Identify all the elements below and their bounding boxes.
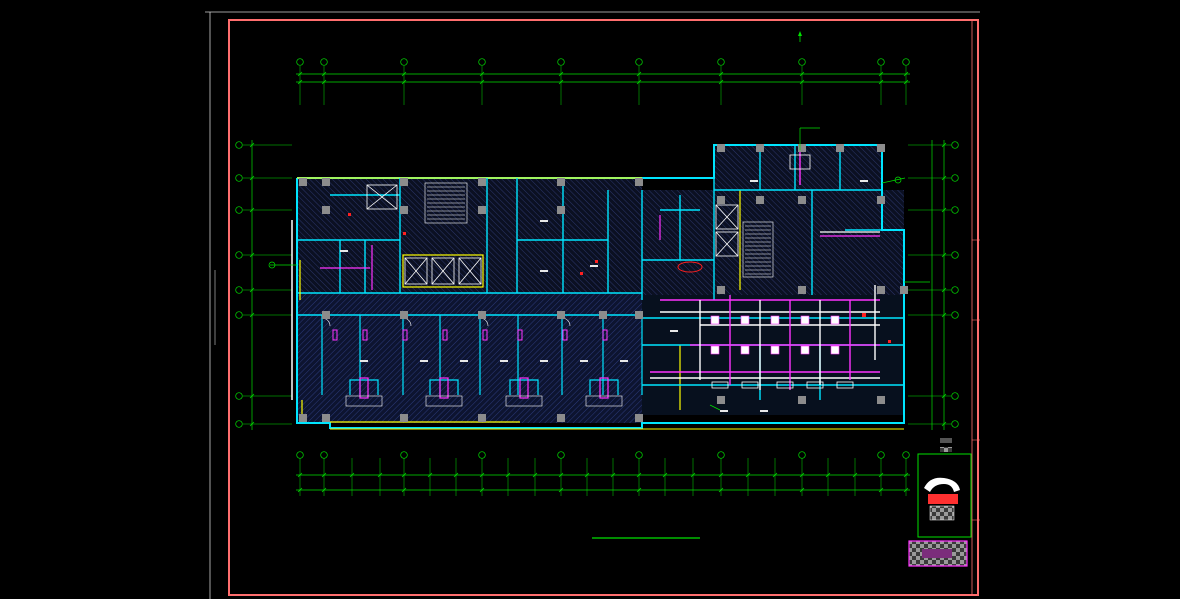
grid-bubble: [902, 58, 910, 66]
grid-bubble: [717, 451, 725, 459]
grid-bubble: [877, 451, 885, 459]
title-block-strip: [972, 239, 980, 521]
grid-bubble: [235, 392, 243, 400]
grid-bubble: [798, 58, 806, 66]
grid-bubble: [400, 451, 408, 459]
grid-bubble: [320, 451, 328, 459]
grid-bubble: [951, 286, 959, 294]
hvac-ducts: [320, 150, 880, 390]
grid-bubble: [951, 311, 959, 319]
grid-bubble: [296, 58, 304, 66]
structural-columns: [299, 144, 908, 422]
grid-bubble: [717, 58, 725, 66]
stair-east: [742, 221, 774, 278]
grid-bubble: [235, 286, 243, 294]
grid-bubble: [951, 206, 959, 214]
grid-bubble: [951, 174, 959, 182]
sheet-frame: [205, 11, 980, 599]
floor-plan: [291, 144, 908, 430]
grid-bubble: [902, 451, 910, 459]
grid-bubble: [235, 420, 243, 428]
west-wing-hatch: [297, 178, 487, 293]
center-wing-hatch: [487, 178, 642, 293]
grid-bubble: [478, 58, 486, 66]
legend-swatch-hatched: [940, 447, 952, 452]
grid-bubble: [951, 141, 959, 149]
grid-bubble: [235, 174, 243, 182]
key-plan: [917, 453, 972, 538]
grid-bubble: [635, 451, 643, 459]
stair-west: [424, 182, 468, 224]
grid-bubble: [296, 451, 304, 459]
elevator-shafts: [366, 184, 739, 285]
east-block-hatch: [714, 145, 882, 190]
grid-bubble: [320, 58, 328, 66]
north-arrow-icon: [798, 31, 802, 42]
dimension-lines: [214, 58, 959, 496]
east-service-hatch: [642, 295, 904, 415]
legend: [940, 438, 952, 452]
grid-bubble: [557, 451, 565, 459]
grid-bubble: [635, 58, 643, 66]
grid-bubble: [235, 141, 243, 149]
grid-bubble: [235, 251, 243, 259]
stamp-block: [908, 540, 968, 567]
grid-bubble: [877, 58, 885, 66]
grid-bubble: [478, 451, 486, 459]
ward-area-hatch: [297, 293, 642, 423]
grid-bubble: [235, 206, 243, 214]
revision-cloud: [677, 261, 703, 273]
grid-bubble: [400, 58, 408, 66]
grid-bubble: [557, 58, 565, 66]
legend-swatch-dashed: [940, 438, 952, 443]
grid-bubble: [951, 392, 959, 400]
grid-bubble: [798, 451, 806, 459]
grid-bubble: [235, 311, 243, 319]
grid-bubble: [951, 251, 959, 259]
grid-bubble: [951, 420, 959, 428]
annotation-leaders: [270, 127, 930, 411]
